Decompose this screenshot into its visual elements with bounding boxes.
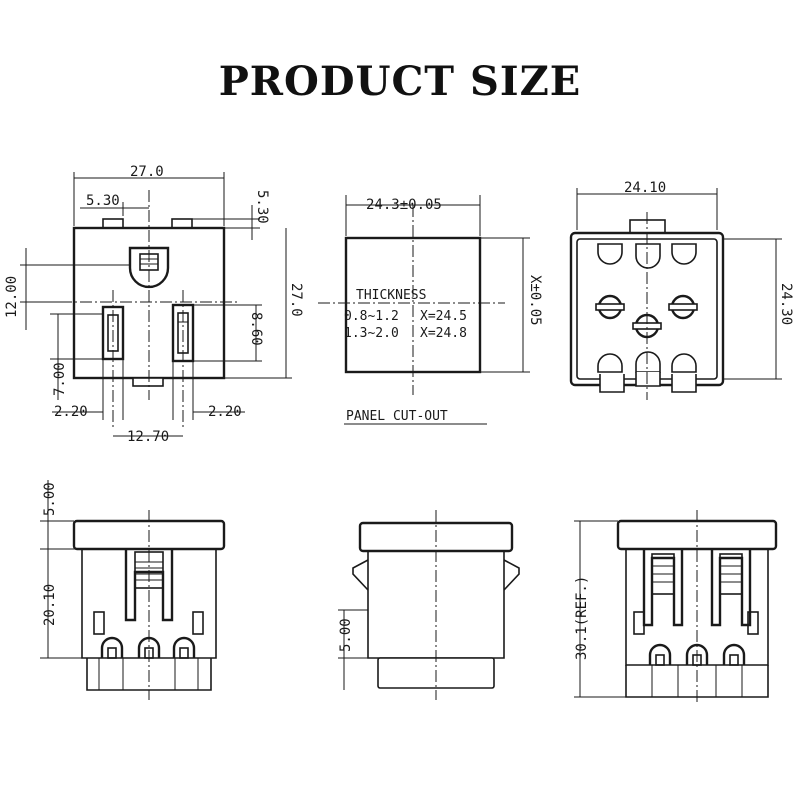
- side-view-left: 5.00 20.10: [40, 480, 226, 700]
- thickness-row1-value: X=24.5: [420, 309, 467, 324]
- dim-front-220-left: 2.20: [54, 404, 88, 420]
- dim-front-width: 27.0: [130, 164, 164, 180]
- thickness-row2-range: 1.3~2.0: [344, 326, 399, 341]
- rear-view: 24.10 24.30: [569, 180, 794, 400]
- panel-cutout: 24.3±0.05 X±0.05 THICKNESS 0.8~1.2 X=24.…: [318, 195, 543, 425]
- dim-front-1270: 12.70: [127, 429, 169, 445]
- dim-side-left-top: 5.00: [42, 482, 58, 516]
- cutout-caption: PANEL CUT-OUT: [346, 409, 448, 424]
- dim-rear-height: 24.30: [778, 283, 794, 325]
- dim-front-1200: 12.00: [4, 276, 20, 318]
- front-view: 27.0 5.30 5.30 27.0 8.60 12.00 7.00: [4, 164, 304, 445]
- dim-side-left-body: 20.10: [42, 584, 58, 626]
- ground-pin: [128, 246, 170, 289]
- dim-cutout-height: X±0.05: [527, 275, 543, 326]
- side-view-middle: 5.00: [338, 510, 520, 700]
- dim-rear-width: 24.10: [624, 180, 666, 196]
- thickness-label: THICKNESS: [356, 288, 426, 303]
- dim-front-top-offset: 5.30: [86, 193, 120, 209]
- dim-front-220-right: 2.20: [208, 404, 242, 420]
- dim-front-height: 27.0: [288, 283, 304, 317]
- dim-side-mid-bottom: 5.00: [338, 618, 354, 652]
- thickness-row1-range: 0.8~1.2: [344, 309, 399, 324]
- dim-front-700: 7.00: [52, 362, 68, 396]
- dim-front-top-right: 5.30: [254, 190, 270, 224]
- dim-cutout-width: 24.3±0.05: [366, 197, 442, 213]
- dim-side-right-height: 30.1(REF.): [574, 576, 590, 660]
- side-view-right: 30.1(REF.): [574, 510, 778, 705]
- dim-front-860: 8.60: [248, 312, 264, 346]
- thickness-row2-value: X=24.8: [420, 326, 467, 341]
- page-title: PRODUCT SIZE: [218, 58, 582, 105]
